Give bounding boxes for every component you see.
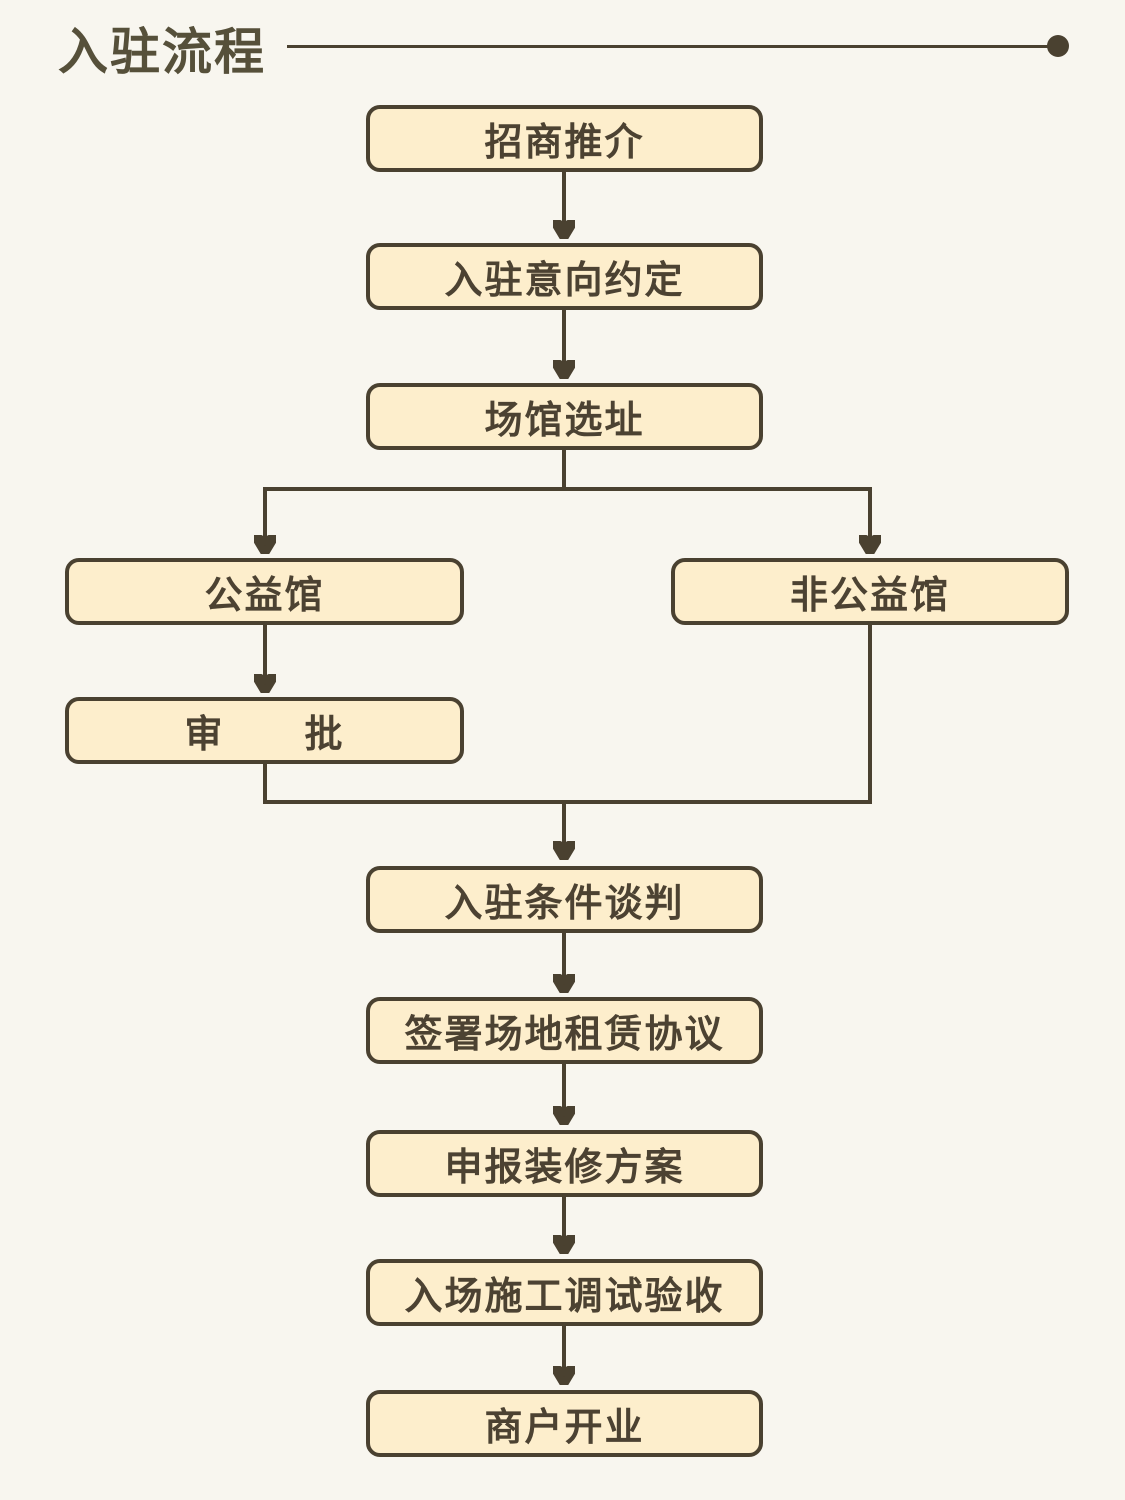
title-rule-end-dot (1047, 35, 1069, 57)
flow-node-construction-commissioning-acceptance: 入场施工调试验收 (366, 1259, 763, 1326)
flow-node-declare-renovation-plan: 申报装修方案 (366, 1130, 763, 1197)
flow-node-sign-lease-agreement: 签署场地租赁协议 (366, 997, 763, 1064)
flow-node-public-welfare-hall: 公益馆 (65, 558, 464, 625)
flow-node-merchant-opening: 商户开业 (366, 1390, 763, 1457)
connector-nonpublic-merge (562, 625, 872, 804)
flow-node-investment-promotion: 招商推介 (366, 105, 763, 172)
flow-node-venue-site-selection: 场馆选址 (366, 383, 763, 450)
connector-site-to-nonpublic (564, 487, 870, 551)
flow-node-entry-intention-agreement: 入驻意向约定 (366, 243, 763, 310)
connector-approval-merge (263, 764, 566, 804)
flow-node-non-public-welfare-hall: 非公益馆 (671, 558, 1069, 625)
flow-node-approval: 审 批 (65, 697, 464, 764)
connector-site-to-public (265, 450, 566, 551)
title-rule-line (287, 45, 1058, 48)
page-title: 入驻流程 (58, 24, 266, 80)
flow-node-entry-conditions-negotiation: 入驻条件谈判 (366, 866, 763, 933)
